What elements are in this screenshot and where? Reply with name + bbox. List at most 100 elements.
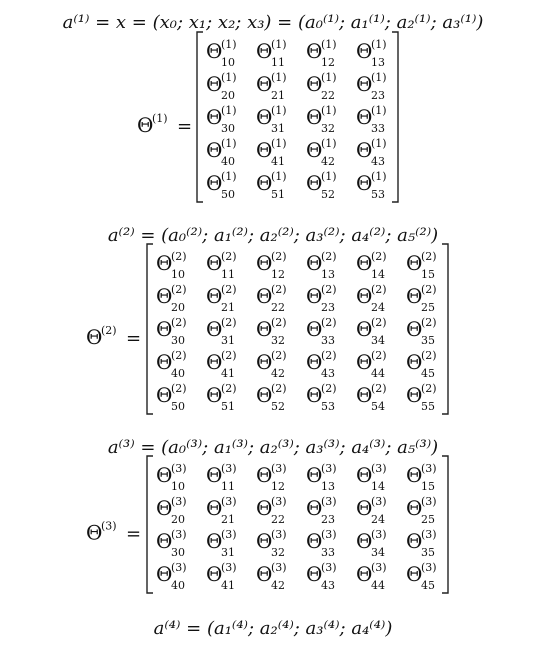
- matrix-entry: Θ(2)11: [206, 250, 237, 281]
- matrix-entry: Θ(2)35: [406, 316, 437, 347]
- theta-symbol: Θ: [406, 383, 422, 407]
- matrix-entry: Θ(2)15: [406, 250, 437, 281]
- theta-symbol: Θ: [206, 105, 222, 129]
- matrix-left-bracket: [146, 455, 153, 594]
- activation-equation-text: a⁽¹⁾ = x = (x₀; x₁; x₂; x₃) = (a₀⁽¹⁾; a₁…: [63, 12, 484, 33]
- theta-symbol: Θ: [356, 39, 372, 63]
- subscript-index: 23: [371, 89, 385, 102]
- superscript-layer: (2): [321, 316, 337, 329]
- matrix-lhs: Θ(1)=: [137, 112, 192, 137]
- matrix-entry: Θ(3)41: [206, 561, 237, 592]
- superscript-layer: (2): [421, 316, 437, 329]
- theta-symbol: Θ: [206, 463, 222, 487]
- theta-symbol: Θ: [256, 529, 272, 553]
- superscript-layer: (2): [271, 283, 287, 296]
- matrix-entry: Θ(1)32: [306, 104, 337, 135]
- matrix-right-bracket: [392, 31, 399, 203]
- theta-symbol: Θ: [306, 284, 322, 308]
- superscript-layer: (2): [371, 250, 387, 263]
- activation-equation-5: a⁽³⁾ = (a₀⁽³⁾; a₁⁽³⁾; a₂⁽³⁾; a₃⁽³⁾; a₄⁽³…: [108, 437, 438, 458]
- matrix-entry: Θ(3)32: [256, 528, 287, 559]
- theta-symbol: Θ: [156, 383, 172, 407]
- theta-symbol: Θ: [206, 317, 222, 341]
- matrix-entry: Θ(2)50: [156, 382, 187, 413]
- superscript-layer: (2): [421, 349, 437, 362]
- matrix-entry: Θ(3)20: [156, 495, 187, 526]
- theta-symbol: Θ: [356, 72, 372, 96]
- superscript-layer: (1): [371, 104, 387, 117]
- superscript-layer: (2): [421, 250, 437, 263]
- subscript-index: 30: [171, 334, 185, 347]
- theta-symbol: Θ: [206, 496, 222, 520]
- matrix-entry: Θ(3)33: [306, 528, 337, 559]
- theta-symbol: Θ: [406, 529, 422, 553]
- theta-symbol: Θ: [156, 463, 172, 487]
- matrix-lhs: Θ(3)=: [86, 520, 141, 545]
- matrix-entry: Θ(3)31: [206, 528, 237, 559]
- superscript-layer: (2): [271, 316, 287, 329]
- superscript-layer: (2): [221, 349, 237, 362]
- subscript-index: 20: [221, 89, 235, 102]
- theta-symbol: Θ: [306, 350, 322, 374]
- matrix-entry: Θ(2)10: [156, 250, 187, 281]
- subscript-index: 10: [171, 268, 185, 281]
- theta-symbol: Θ: [356, 529, 372, 553]
- theta-symbol: Θ: [306, 317, 322, 341]
- theta-symbol: Θ: [356, 383, 372, 407]
- subscript-index: 33: [321, 334, 335, 347]
- superscript-layer: (2): [171, 283, 187, 296]
- subscript-index: 44: [371, 367, 385, 380]
- theta-symbol: Θ: [156, 496, 172, 520]
- theta-symbol: Θ: [356, 350, 372, 374]
- theta-symbol: Θ: [256, 284, 272, 308]
- matrix-entry: Θ(1)22: [306, 71, 337, 102]
- subscript-index: 30: [221, 122, 235, 135]
- superscript-layer: (2): [371, 283, 387, 296]
- theta-symbol: Θ: [256, 72, 272, 96]
- superscript-layer: (2): [371, 382, 387, 395]
- superscript-layer: (3): [271, 528, 287, 541]
- theta-symbol: Θ: [256, 562, 272, 586]
- theta-symbol: Θ: [406, 463, 422, 487]
- subscript-index: 51: [271, 188, 285, 201]
- matrix-entry: Θ(1)51: [256, 170, 287, 201]
- theta-symbol: Θ: [306, 529, 322, 553]
- matrix-entry: Θ(2)45: [406, 349, 437, 380]
- subscript-index: 14: [371, 480, 385, 493]
- subscript-index: 40: [171, 579, 185, 592]
- matrix-entry: Θ(1)31: [256, 104, 287, 135]
- matrix-entry: Θ(1)10: [206, 38, 237, 69]
- theta-symbol: Θ: [156, 350, 172, 374]
- matrix-entry: Θ(2)25: [406, 283, 437, 314]
- theta-symbol: Θ: [306, 251, 322, 275]
- matrix-right-bracket: [442, 243, 449, 415]
- subscript-index: 12: [271, 480, 285, 493]
- theta-symbol: Θ: [206, 171, 222, 195]
- matrix-entry: Θ(2) 54: [356, 382, 387, 413]
- subscript-index: 43: [321, 579, 335, 592]
- theta-symbol: Θ: [256, 463, 272, 487]
- subscript-index: 41: [271, 155, 285, 168]
- superscript-layer: (3): [371, 462, 387, 475]
- activation-equation-text: a⁽⁴⁾ = (a₁⁽⁴⁾; a₂⁽⁴⁾; a₃⁽⁴⁾; a₄⁽⁴⁾): [154, 618, 393, 639]
- superscript-layer: (3): [371, 495, 387, 508]
- superscript-layer: (3): [221, 462, 237, 475]
- matrix-entry: Θ(2)41: [206, 349, 237, 380]
- subscript-index: 45: [421, 579, 435, 592]
- superscript-layer: (1): [321, 170, 337, 183]
- subscript-index: 21: [271, 89, 285, 102]
- superscript-layer: (1): [271, 170, 287, 183]
- theta-symbol: Θ: [156, 284, 172, 308]
- subscript-index: 55: [421, 400, 435, 413]
- subscript-index: 12: [321, 56, 335, 69]
- theta-symbol: Θ: [156, 317, 172, 341]
- subscript-index: 22: [321, 89, 335, 102]
- matrix-entry: Θ(3)45: [406, 561, 437, 592]
- subscript-index: 43: [371, 155, 385, 168]
- matrix-entry: Θ(3)22: [256, 495, 287, 526]
- subscript-index: 52: [271, 400, 285, 413]
- subscript-index: 54: [371, 400, 385, 413]
